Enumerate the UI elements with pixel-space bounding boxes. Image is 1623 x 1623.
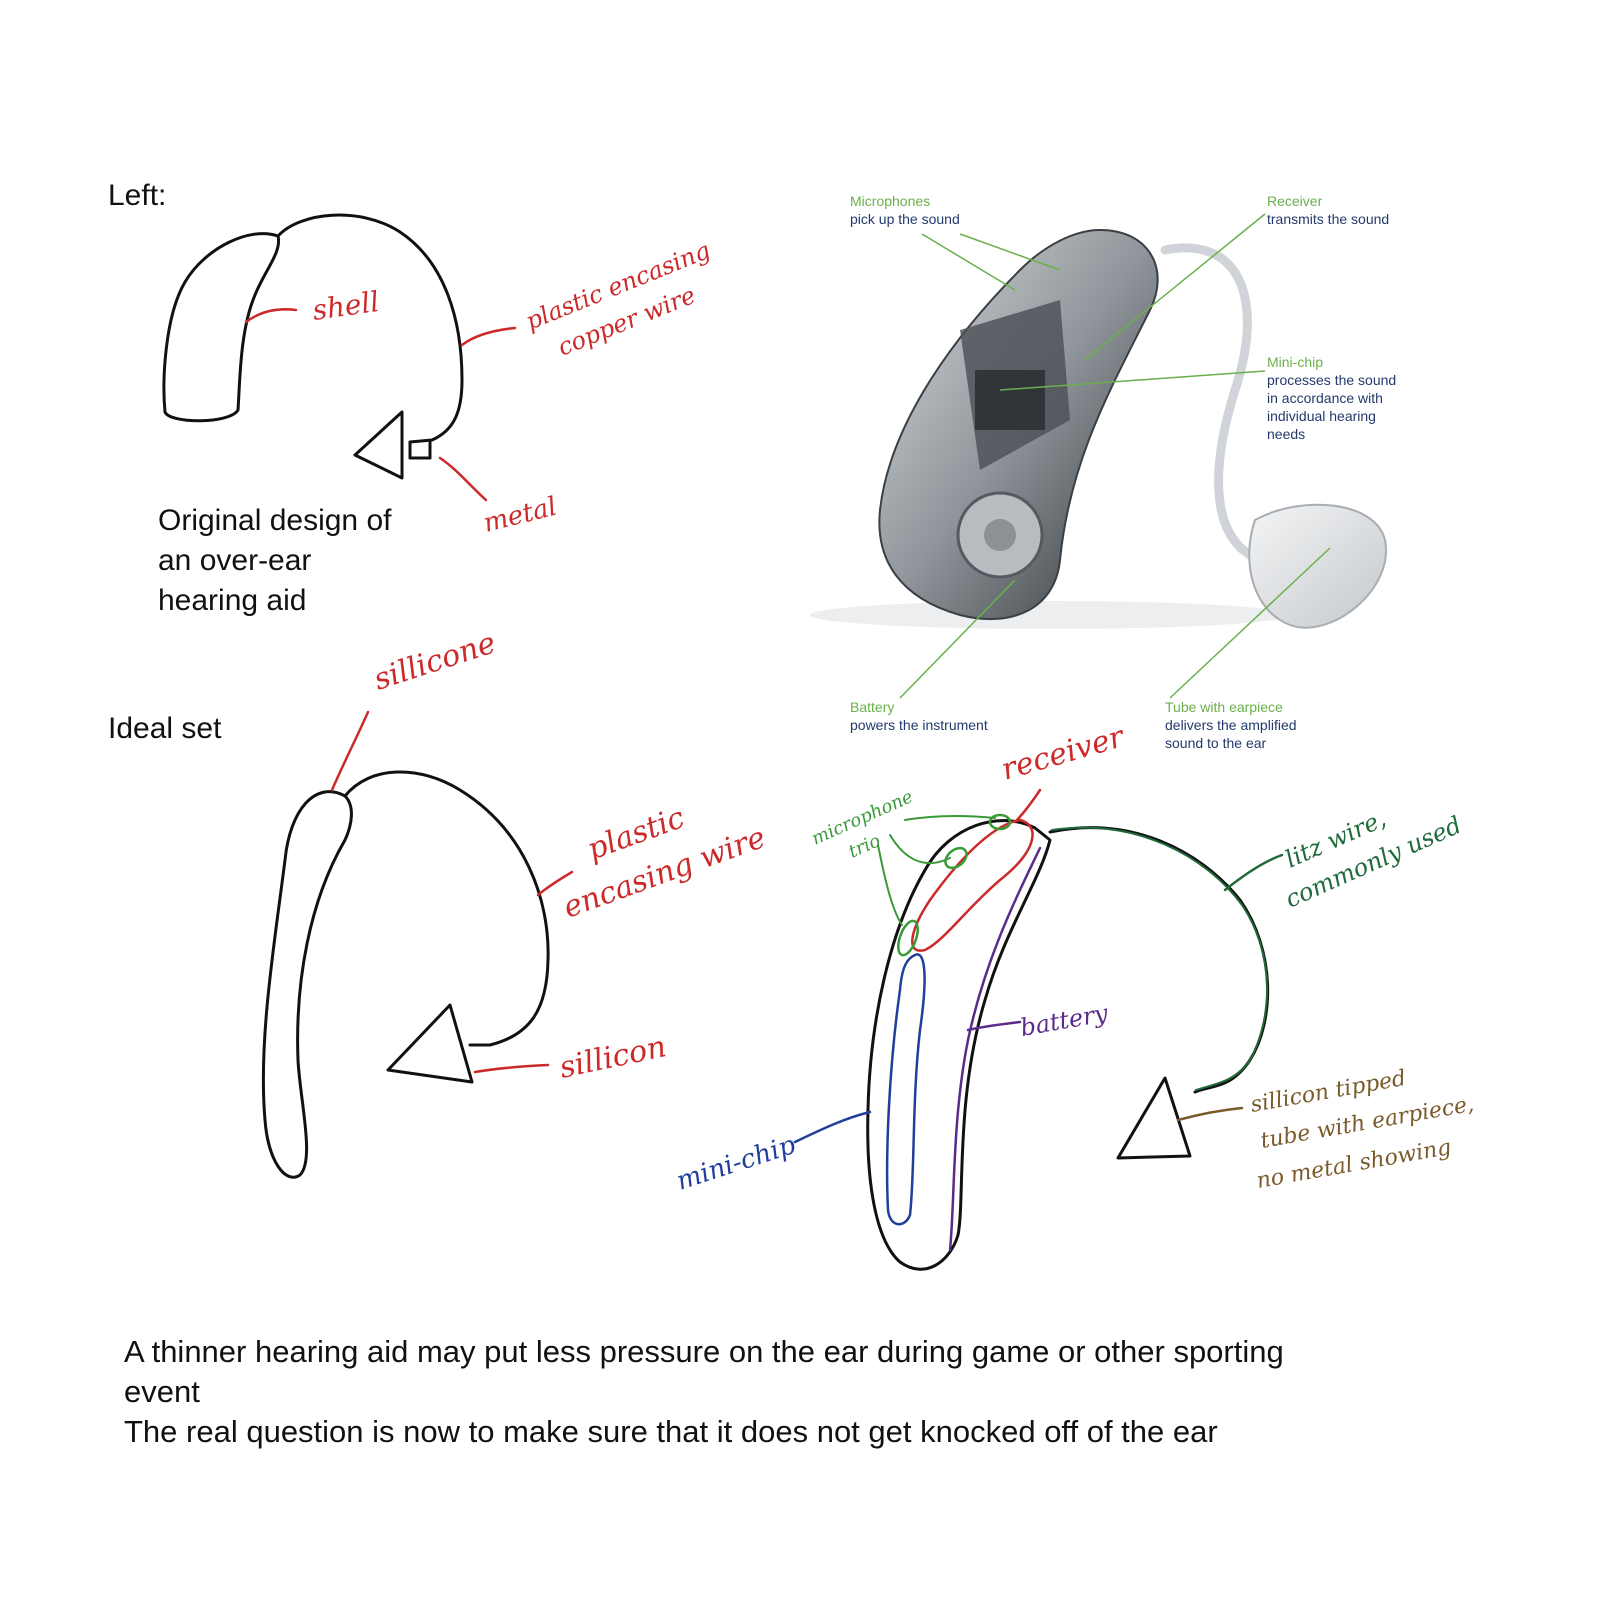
- original-shell-outline: [164, 234, 279, 421]
- note-line-1: A thinner hearing aid may put less press…: [124, 1334, 1284, 1369]
- photo-minichip-desc-3: individual hearing: [1267, 408, 1376, 424]
- microphone-trio-label-2: trio: [845, 830, 883, 862]
- photo-minichip-desc-4: needs: [1267, 426, 1305, 442]
- photo-microphones-desc: pick up the sound: [850, 211, 960, 227]
- ideal-shell-outline: [263, 792, 351, 1178]
- internal-receiver: [912, 820, 1032, 951]
- photo-minichip-desc-1: processes the sound: [1267, 372, 1396, 388]
- photo-battery-desc: powers the instrument: [850, 717, 988, 733]
- metal-label: metal: [480, 492, 559, 539]
- photo-microphones-title: Microphones: [850, 193, 930, 209]
- internal-earhook: [1050, 828, 1268, 1092]
- original-tube-connector: [410, 442, 430, 458]
- photo-tube-desc-1: delivers the amplified: [1165, 717, 1297, 733]
- internal-ear-tip: [1118, 1078, 1190, 1158]
- internal-battery: [950, 848, 1040, 1250]
- minichip-label: mini-chip: [673, 1130, 800, 1197]
- receiver-label: receiver: [998, 719, 1130, 788]
- photo-battery-title: Battery: [850, 699, 894, 715]
- photo-tube: [1165, 248, 1260, 560]
- sillicon-label: sillicon: [556, 1029, 669, 1086]
- ideal-heading: Ideal set: [108, 712, 222, 745]
- left-heading: Left:: [108, 179, 166, 212]
- photo-earpiece: [1249, 505, 1386, 628]
- ideal-design-sketch: [263, 772, 548, 1177]
- photo-tube-desc-2: sound to the ear: [1165, 735, 1267, 751]
- photo-tube-title: Tube with earpiece: [1165, 699, 1283, 715]
- original-design-sketch: [164, 215, 462, 478]
- internal-mic-2: [942, 844, 971, 872]
- original-caption-line-3: hearing aid: [158, 584, 306, 617]
- ideal-internal-sketch: [868, 815, 1268, 1269]
- shell-label: shell: [310, 285, 381, 327]
- photo-minichip-title: Mini-chip: [1267, 354, 1323, 370]
- internal-minichip: [887, 954, 924, 1224]
- silicone-label: sillicone: [370, 625, 500, 697]
- original-caption-line-1: Original design of: [158, 504, 392, 537]
- ideal-earhook: [345, 772, 548, 1045]
- original-ear-tip: [355, 412, 402, 478]
- photo-receiver-desc: transmits the sound: [1267, 211, 1389, 227]
- ideal-ear-tip: [388, 1005, 472, 1082]
- photo-receiver-title: Receiver: [1267, 193, 1323, 209]
- original-annotations: [246, 309, 515, 500]
- original-earhook: [278, 215, 462, 442]
- internal-mic-3: [894, 918, 921, 957]
- battery-label: battery: [1018, 999, 1110, 1042]
- note-line-2: event: [124, 1374, 200, 1409]
- photo-minichip-desc-2: in accordance with: [1267, 390, 1383, 406]
- ideal-annotations: [332, 712, 572, 1072]
- note-line-3: The real question is now to make sure th…: [124, 1414, 1218, 1449]
- internal-body-outline: [868, 821, 1050, 1270]
- original-caption-line-2: an over-ear: [158, 544, 311, 577]
- internal-litz-wire: [1052, 828, 1267, 1090]
